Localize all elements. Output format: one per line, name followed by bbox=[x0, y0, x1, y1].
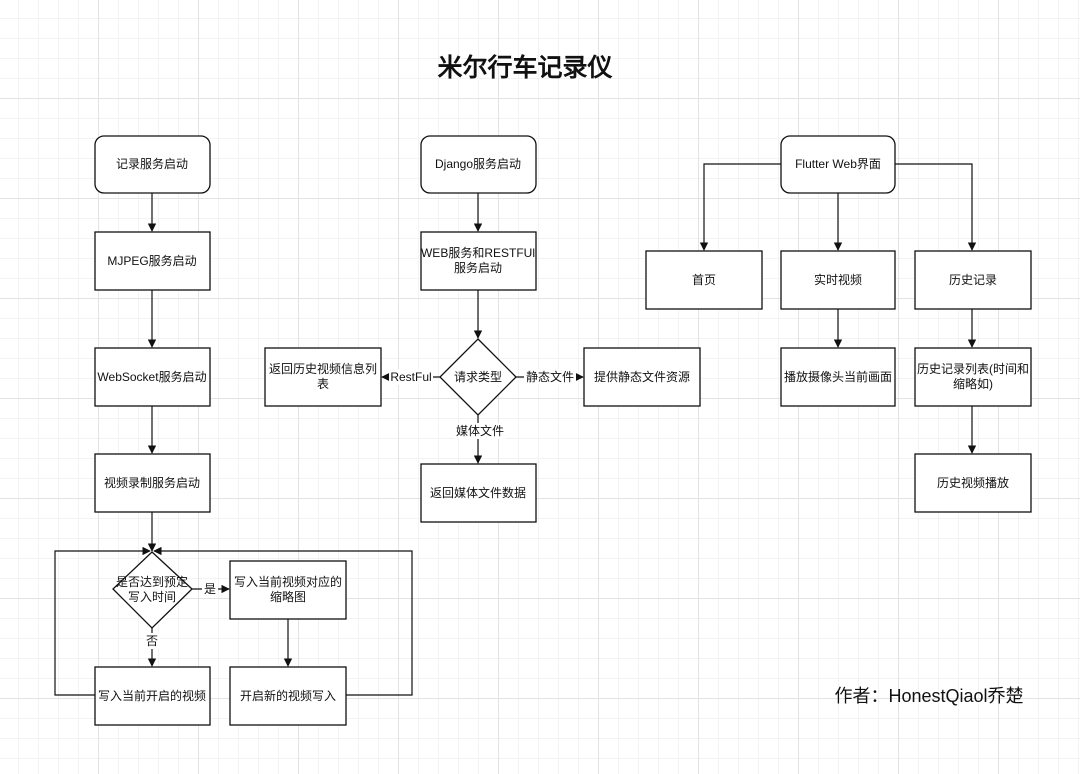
node-websocket-start: WebSocket服务启动 bbox=[94, 347, 211, 407]
svg-text:提供静态文件资源: 提供静态文件资源 bbox=[594, 369, 690, 384]
edge-writevideo-loop bbox=[54, 546, 151, 696]
svg-text:表: 表 bbox=[317, 377, 329, 391]
svg-text:写入当前视频对应的: 写入当前视频对应的 bbox=[234, 574, 342, 589]
node-video-record-start: 视频录制服务启动 bbox=[94, 453, 211, 513]
node-mjpeg-start: MJPEG服务启动 bbox=[94, 231, 211, 291]
node-live-video: 实时视频 bbox=[780, 250, 896, 310]
node-return-list: 返回历史视频信息列 表 bbox=[264, 347, 382, 407]
svg-text:服务启动: 服务启动 bbox=[454, 260, 502, 275]
svg-text:返回媒体文件数据: 返回媒体文件数据 bbox=[430, 485, 526, 500]
node-static-resources: 提供静态文件资源 bbox=[583, 347, 701, 407]
node-media-data: 返回媒体文件数据 bbox=[420, 463, 537, 523]
edge-label-yes: 是 bbox=[204, 582, 216, 596]
edge-label-no: 否 bbox=[146, 634, 158, 648]
node-write-video: 写入当前开启的视频 bbox=[94, 666, 211, 726]
svg-text:WebSocket服务启动: WebSocket服务启动 bbox=[97, 369, 206, 384]
edge-label-media: 媒体文件 bbox=[456, 423, 504, 438]
svg-text:返回历史视频信息列: 返回历史视频信息列 bbox=[269, 361, 377, 376]
svg-text:写入当前开启的视频: 写入当前开启的视频 bbox=[98, 688, 206, 703]
svg-text:缩略图: 缩略图 bbox=[270, 589, 306, 604]
author-credit: 作者：HonestQiaol乔楚 bbox=[834, 686, 1023, 706]
node-write-thumbnail: 写入当前视频对应的 缩略图 bbox=[229, 560, 347, 620]
svg-text:WEB服务和RESTFUl: WEB服务和RESTFUl bbox=[421, 245, 535, 260]
edge-label-restful: RestFul bbox=[390, 370, 431, 384]
svg-text:历史记录列表(时间和: 历史记录列表(时间和 bbox=[917, 362, 1029, 376]
node-history-list: 历史记录列表(时间和 缩略如) bbox=[914, 347, 1032, 407]
svg-text:历史视频播放: 历史视频播放 bbox=[937, 475, 1009, 490]
node-reach-time-decision: 是否达到预定 写入时间 bbox=[112, 551, 193, 629]
svg-text:MJPEG服务启动: MJPEG服务启动 bbox=[107, 253, 196, 268]
svg-text:Django服务启动: Django服务启动 bbox=[435, 156, 521, 171]
edge-labels: 是 否 RestFul 静态文件 媒体文件 bbox=[144, 369, 576, 649]
svg-text:开启新的视频写入: 开启新的视频写入 bbox=[240, 688, 336, 703]
edge-label-static: 静态文件 bbox=[526, 369, 574, 384]
node-flutter-ui: Flutter Web界面 bbox=[780, 135, 896, 194]
svg-text:是否达到预定: 是否达到预定 bbox=[116, 574, 188, 589]
svg-text:写入时间: 写入时间 bbox=[128, 590, 176, 604]
edge-newvideo-loop bbox=[153, 546, 413, 696]
node-django-start: Django服务启动 bbox=[420, 135, 537, 194]
node-home: 首页 bbox=[645, 250, 763, 310]
svg-text:首页: 首页 bbox=[692, 273, 716, 287]
svg-text:请求类型: 请求类型 bbox=[454, 370, 502, 384]
svg-text:实时视频: 实时视频 bbox=[814, 272, 862, 287]
node-record-start: 记录服务启动 bbox=[94, 135, 211, 194]
node-web-restful: WEB服务和RESTFUl 服务启动 bbox=[420, 231, 537, 291]
node-history-play: 历史视频播放 bbox=[914, 453, 1032, 513]
svg-text:历史记录: 历史记录 bbox=[949, 273, 997, 287]
svg-text:播放摄像头当前画面: 播放摄像头当前画面 bbox=[784, 369, 892, 384]
edge-flutter-to-home bbox=[699, 163, 781, 251]
node-new-video: 开启新的视频写入 bbox=[229, 666, 347, 726]
edge-flutter-to-history bbox=[895, 163, 977, 251]
diagram-title: 米尔行车记录仪 bbox=[437, 53, 613, 82]
svg-text:缩略如): 缩略如) bbox=[953, 376, 993, 391]
svg-text:视频录制服务启动: 视频录制服务启动 bbox=[104, 475, 200, 490]
node-play-camera: 播放摄像头当前画面 bbox=[780, 347, 896, 407]
node-request-type-decision: 请求类型 bbox=[439, 338, 517, 416]
svg-text:记录服务启动: 记录服务启动 bbox=[116, 156, 188, 171]
node-history: 历史记录 bbox=[914, 250, 1032, 310]
svg-text:Flutter Web界面: Flutter Web界面 bbox=[795, 157, 881, 171]
